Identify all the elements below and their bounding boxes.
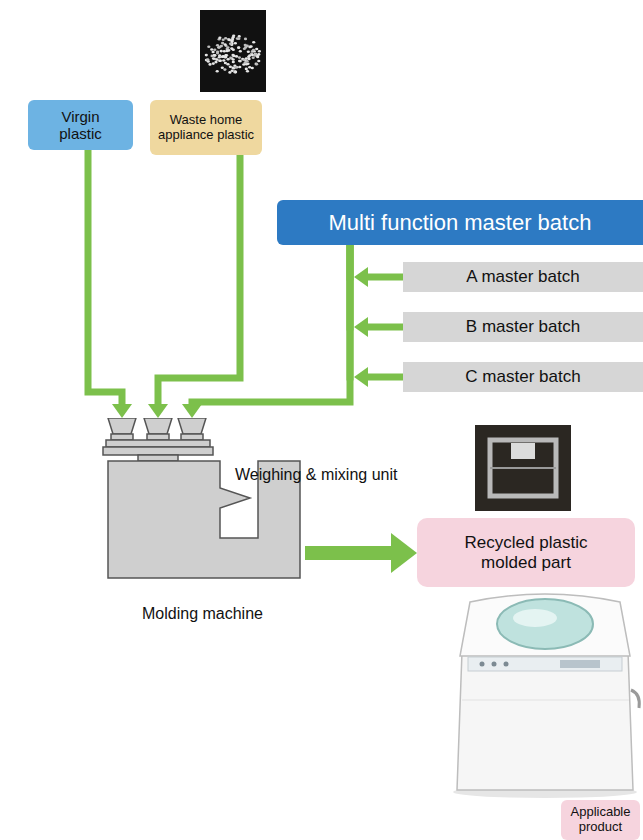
machine-label: Molding machine [142, 605, 263, 623]
molding-machine: Molding machine [100, 418, 305, 623]
additive-box: C master batch [403, 362, 643, 392]
arrow-head [354, 367, 368, 387]
arrow-head [112, 404, 132, 418]
flow-arrow [182, 245, 350, 418]
flow-arrow [305, 533, 417, 573]
output-box: Recycled plastic molded part [417, 518, 635, 587]
box-text: Virgin plastic [50, 108, 112, 143]
box-text: Recycled plastic molded part [446, 533, 606, 572]
flow-line [305, 546, 392, 560]
material-box: Virgin plastic [28, 100, 133, 150]
flow-arrow [350, 245, 403, 387]
flow-line [367, 374, 403, 381]
flow-line [192, 245, 350, 405]
arrow-head [391, 533, 417, 573]
arrow-head [354, 317, 368, 337]
material-box: Waste home appliance plastic [150, 100, 262, 155]
flow-line [367, 324, 403, 331]
additive-box: B master batch [403, 312, 643, 342]
washing-machine [453, 594, 639, 798]
arrow-head [148, 404, 168, 418]
machine-drawing [100, 418, 305, 623]
master-batch-box: Multi function master batch [277, 200, 643, 245]
box-text: Multi function master batch [329, 210, 592, 235]
flow-arrow [88, 150, 132, 418]
unit-label: Weighing & mixing unit [235, 466, 397, 484]
box-text: C master batch [465, 367, 580, 387]
arrow-head [182, 404, 202, 418]
molded-part-photo [475, 425, 571, 511]
flow-line [158, 155, 240, 405]
arrow-head [354, 267, 368, 287]
flow-line [88, 150, 122, 405]
flow-arrow [148, 155, 240, 418]
flow-arrow [350, 245, 403, 287]
box-text: B master batch [466, 317, 580, 337]
box-text: A master batch [466, 267, 579, 287]
flow-line [367, 274, 403, 281]
box-text: Waste home appliance plastic [156, 113, 256, 143]
flow-arrow [350, 245, 403, 337]
output-box: Applicable product [561, 800, 640, 840]
box-text: Applicable product [567, 805, 634, 835]
pellet-photo [200, 10, 266, 92]
additive-box: A master batch [403, 262, 643, 292]
